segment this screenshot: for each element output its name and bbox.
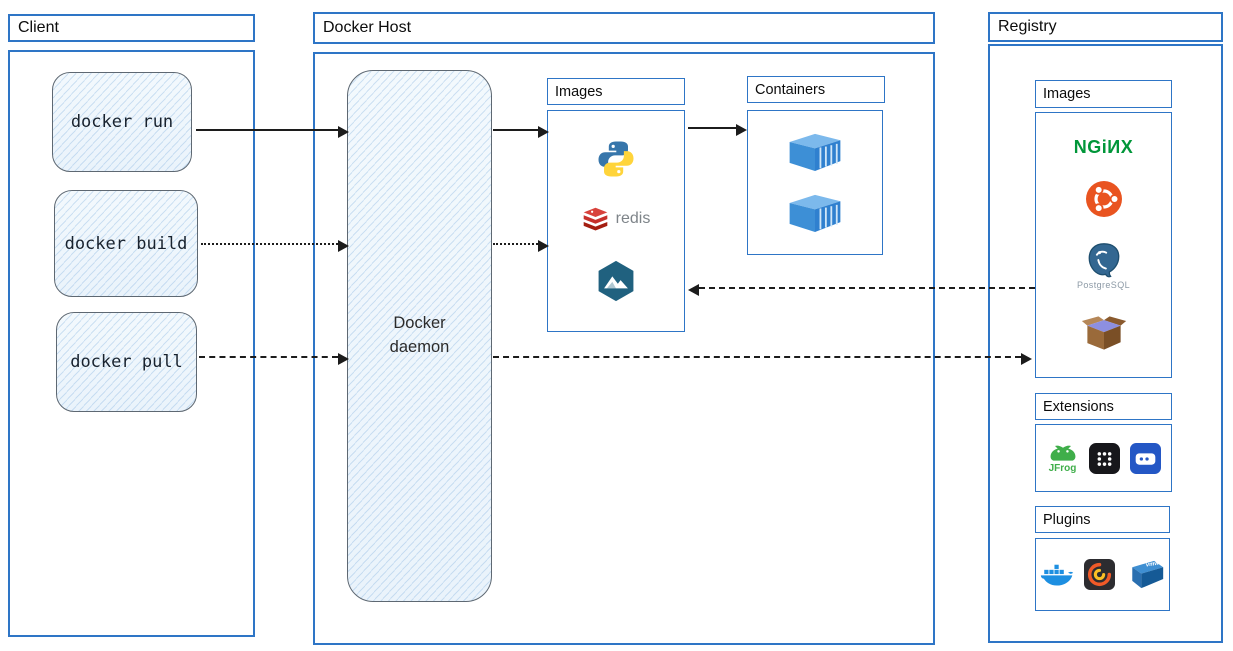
- busybox-icon: [1081, 316, 1126, 350]
- extensions-title: Extensions: [1043, 398, 1114, 415]
- client-title: Client: [18, 19, 59, 36]
- postgresql-item: PostgreSQL: [1077, 241, 1130, 290]
- docker-build-box: docker build: [54, 190, 198, 297]
- arrowhead-icon: [338, 240, 349, 252]
- postgresql-label: PostgreSQL: [1076, 279, 1131, 290]
- arrow-run-to-daemon: [196, 126, 349, 138]
- arrowhead-icon: [1021, 353, 1032, 365]
- client-title-bar: Client: [8, 14, 255, 42]
- registry-images-panel: NGiИX PostgreSQL: [1035, 112, 1172, 378]
- vmware-icon: vmw: [1132, 561, 1164, 589]
- docker-pull-box: docker pull: [56, 312, 197, 412]
- registry-images-title: Images: [1043, 86, 1091, 102]
- plugins-title: Plugins: [1043, 511, 1091, 528]
- host-images-title-bar: Images: [547, 78, 685, 105]
- ubuntu-icon: [1085, 181, 1122, 218]
- extensions-panel: JFrog: [1035, 424, 1172, 492]
- vmware-label: vmw: [1146, 561, 1159, 569]
- arrowhead-icon: [338, 126, 349, 138]
- docker-whale-icon: [1040, 564, 1074, 586]
- arrowhead-icon: [338, 353, 349, 365]
- extensions-title-bar: Extensions: [1035, 393, 1172, 420]
- host-images-title: Images: [555, 83, 603, 100]
- arrowhead-icon: [688, 284, 699, 296]
- arrow-registry-to-host-images: [688, 284, 1035, 296]
- grafana-icon: [1084, 559, 1115, 590]
- plugins-panel: vmw: [1035, 538, 1170, 611]
- arrowhead-icon: [538, 240, 549, 252]
- containers-title-bar: Containers: [747, 76, 885, 103]
- registry-images-title-bar: Images: [1035, 80, 1172, 108]
- containers-title: Containers: [755, 81, 826, 98]
- nginx-icon: NGiИX: [1073, 136, 1134, 157]
- plugins-title-bar: Plugins: [1035, 506, 1170, 533]
- postgresql-icon: [1088, 242, 1119, 278]
- docker-daemon-box: Docker daemon: [347, 70, 492, 602]
- docker-host-title: Docker Host: [323, 19, 412, 36]
- redis-label: redis: [615, 210, 651, 227]
- arrow-daemon-to-registry: [493, 353, 1032, 365]
- dots-grid-icon: [1088, 442, 1120, 474]
- redis-item: redis: [582, 207, 651, 232]
- arrow-pull-to-daemon: [199, 353, 349, 365]
- docker-daemon-label: Docker daemon: [389, 314, 450, 356]
- host-images-panel: redis: [547, 110, 685, 332]
- arrow-images-to-containers: [688, 124, 747, 136]
- docker-host-title-bar: Docker Host: [313, 12, 935, 44]
- arrow-build-to-daemon: [201, 240, 349, 252]
- arrowhead-icon: [736, 124, 747, 136]
- arrow-daemon-to-images-build: [493, 240, 549, 252]
- docker-build-label: docker build: [64, 233, 188, 254]
- containers-panel: [747, 110, 883, 255]
- jfrog-label: JFrog: [1048, 462, 1077, 474]
- docker-pull-label: docker pull: [70, 352, 183, 372]
- registry-title: Registry: [998, 18, 1057, 35]
- python-icon: [598, 141, 634, 177]
- jfrog-item: JFrog: [1047, 443, 1079, 474]
- container-icon: [789, 195, 841, 233]
- arrow-daemon-to-images: [493, 126, 549, 138]
- docker-run-box: docker run: [52, 72, 192, 172]
- jfrog-icon: [1050, 445, 1075, 461]
- arrowhead-icon: [538, 126, 549, 138]
- redis-icon: [583, 207, 607, 230]
- alpine-icon: [598, 261, 634, 302]
- container-icon: [789, 133, 841, 171]
- registry-title-bar: Registry: [988, 12, 1223, 42]
- docker-run-label: docker run: [70, 112, 174, 132]
- disk-usage-icon: [1129, 442, 1161, 474]
